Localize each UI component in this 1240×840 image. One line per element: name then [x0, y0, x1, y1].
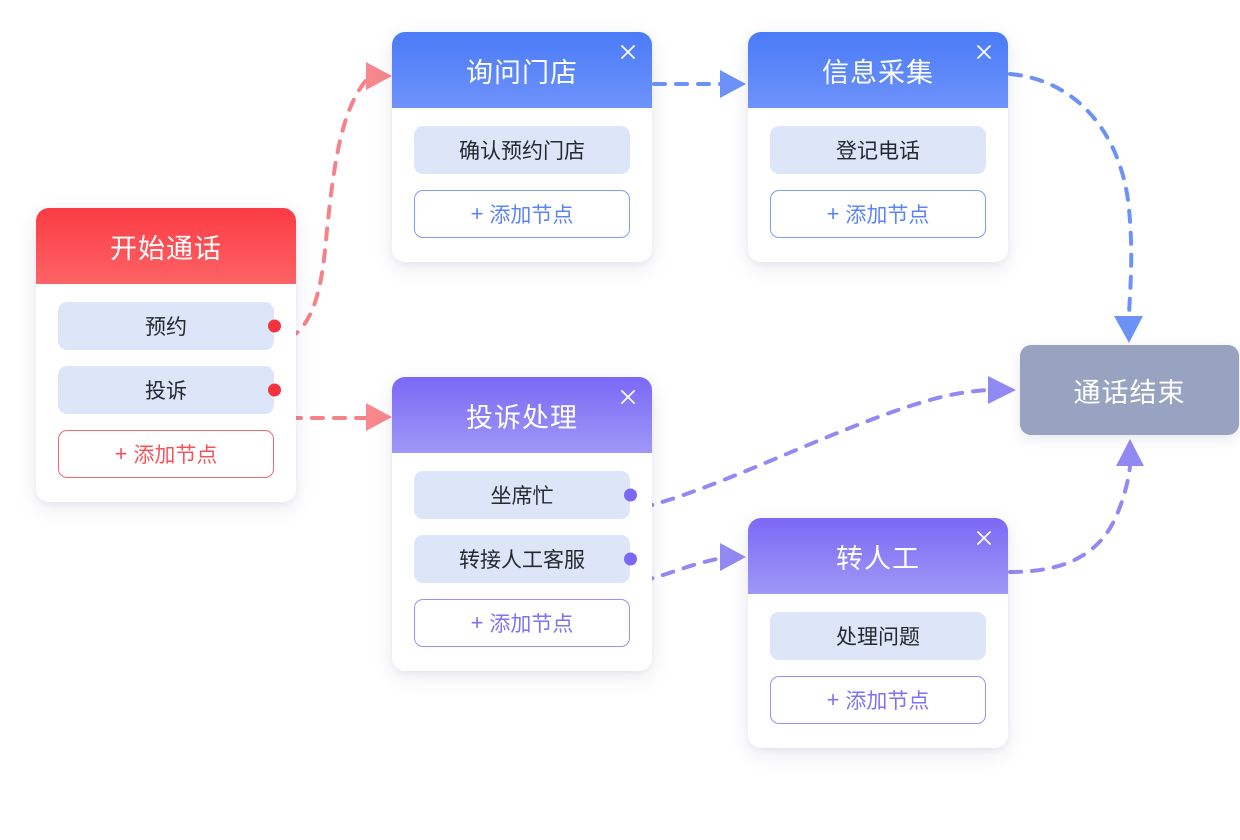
- slot-label: 处理问题: [836, 626, 920, 649]
- node-title: 通话结束: [1073, 377, 1186, 408]
- edge-arrow-end-left: [988, 376, 1016, 404]
- node-header: 开始通话: [36, 208, 296, 284]
- add-node-label: 添加节点: [489, 613, 574, 636]
- node-body: 坐席忙 转接人工客服 + 添加节点: [392, 453, 652, 671]
- add-node-button[interactable]: + 添加节点: [58, 430, 274, 478]
- plus-icon: +: [826, 201, 840, 226]
- add-node-label: 添加节点: [489, 204, 574, 227]
- close-icon[interactable]: [617, 386, 639, 408]
- add-node-button[interactable]: + 添加节点: [414, 599, 630, 647]
- add-node-button[interactable]: + 添加节点: [414, 190, 630, 238]
- slot-label: 投诉: [145, 380, 187, 403]
- slot-label: 登记电话: [836, 140, 920, 163]
- node-start-call[interactable]: 开始通话 预约 投诉 + 添加节点: [36, 208, 296, 502]
- close-icon[interactable]: [617, 41, 639, 63]
- edge-arrow-human: [720, 543, 746, 571]
- slot-connector-dot[interactable]: [624, 552, 637, 566]
- edge-arrow-info: [720, 70, 746, 98]
- slot-label: 预约: [145, 316, 187, 339]
- node-body: 处理问题 + 添加节点: [748, 594, 1008, 748]
- node-title: 投诉处理: [466, 402, 578, 433]
- add-node-button[interactable]: + 添加节点: [770, 190, 986, 238]
- slot-connector-dot[interactable]: [268, 383, 281, 397]
- slot-connector-dot[interactable]: [624, 488, 637, 502]
- node-complaint-handling[interactable]: 投诉处理 坐席忙 转接人工客服 + 添加节点: [392, 377, 652, 671]
- node-body: 预约 投诉 + 添加节点: [36, 284, 296, 502]
- node-transfer-human[interactable]: 转人工 处理问题 + 添加节点: [748, 518, 1008, 748]
- edge-arrow-complain: [366, 403, 392, 431]
- plus-icon: +: [470, 201, 484, 226]
- node-call-end[interactable]: 通话结束: [1020, 345, 1239, 435]
- node-body: 登记电话 + 添加节点: [748, 108, 1008, 262]
- slot-agent-busy[interactable]: 坐席忙: [414, 471, 637, 519]
- node-title: 转人工: [836, 543, 920, 574]
- close-icon[interactable]: [973, 41, 995, 63]
- add-node-label: 添加节点: [845, 690, 930, 713]
- slot-confirm-store[interactable]: 确认预约门店: [414, 126, 630, 174]
- edge-human-to-end: [1008, 464, 1132, 574]
- plus-icon: +: [114, 441, 128, 466]
- add-node-label: 添加节点: [845, 204, 930, 227]
- add-node-button[interactable]: + 添加节点: [770, 676, 986, 724]
- slot-register-phone[interactable]: 登记电话: [770, 126, 986, 174]
- plus-icon: +: [470, 610, 484, 635]
- slot-handle-issue[interactable]: 处理问题: [770, 612, 986, 660]
- slot-tousu[interactable]: 投诉: [58, 366, 281, 414]
- node-title: 开始通话: [110, 233, 222, 264]
- node-ask-store[interactable]: 询问门店 确认预约门店 + 添加节点: [392, 32, 652, 262]
- node-header: 信息采集: [748, 32, 1008, 108]
- slot-label: 确认预约门店: [459, 140, 585, 163]
- slot-transfer-agent[interactable]: 转接人工客服: [414, 535, 637, 583]
- node-header: 转人工: [748, 518, 1008, 594]
- node-header: 询问门店: [392, 32, 652, 108]
- node-collect-info[interactable]: 信息采集 登记电话 + 添加节点: [748, 32, 1008, 262]
- slot-yuyue[interactable]: 预约: [58, 302, 281, 350]
- node-header: 投诉处理: [392, 377, 652, 453]
- slot-label: 转接人工客服: [459, 549, 585, 572]
- edge-arrow-store: [366, 62, 392, 90]
- node-title: 信息采集: [822, 57, 934, 88]
- edge-arrow-end-top: [1114, 316, 1143, 343]
- slot-connector-dot[interactable]: [268, 319, 281, 333]
- edge-zuoxi-to-end: [618, 388, 990, 514]
- node-body: 确认预约门店 + 添加节点: [392, 108, 652, 262]
- node-title: 询问门店: [466, 57, 578, 88]
- add-node-label: 添加节点: [133, 444, 218, 467]
- edge-arrow-end-bottom: [1116, 439, 1144, 466]
- slot-label: 坐席忙: [490, 485, 554, 508]
- plus-icon: +: [826, 687, 840, 712]
- close-icon[interactable]: [973, 527, 995, 549]
- edge-info-to-end: [1008, 72, 1134, 317]
